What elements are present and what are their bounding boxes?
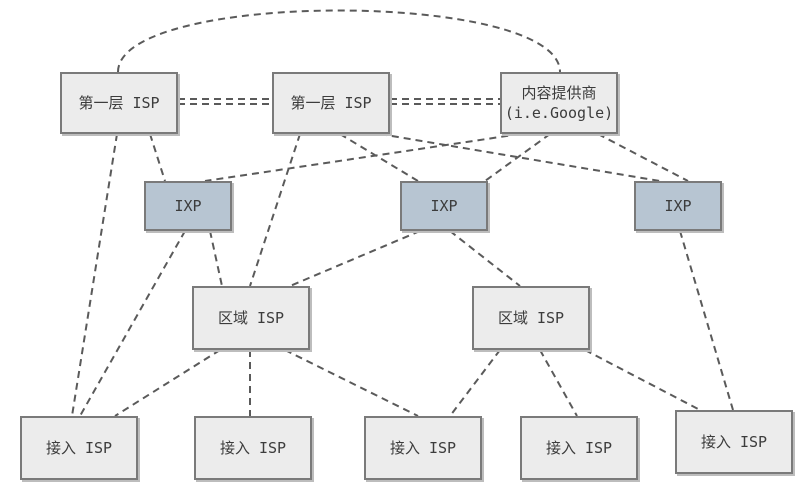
- link-ixp-right-access-5: [679, 230, 734, 411]
- link-content-provider-ixp-left: [204, 133, 521, 182]
- tier1-isp-middle: 第一层 ISP: [272, 72, 390, 134]
- ixp-left: IXP: [144, 181, 232, 231]
- link-ixp-left-access-1: [79, 230, 186, 417]
- link-regional-right-access-3: [449, 349, 501, 417]
- access-isp-2: 接入 ISP: [194, 416, 312, 480]
- tier1-isp-left: 第一层 ISP: [60, 72, 178, 134]
- link-regional-right-access-4: [539, 349, 578, 417]
- link-tier1-middle-ixp-middle: [339, 133, 419, 182]
- ixp-left-label: IXP: [174, 197, 202, 215]
- link-tier1-left-ixp-left: [149, 133, 166, 182]
- regional-isp-left-label: 区域 ISP: [217, 309, 285, 327]
- link-regional-right-access-5: [584, 349, 701, 411]
- link-content-provider-ixp-right: [597, 133, 689, 182]
- access-isp-1-label: 接入 ISP: [45, 439, 113, 457]
- access-isp-1: 接入 ISP: [20, 416, 138, 480]
- access-isp-4-label: 接入 ISP: [545, 439, 613, 457]
- access-isp-5-label: 接入 ISP: [700, 433, 768, 451]
- regional-isp-right-label: 区域 ISP: [497, 309, 565, 327]
- ixp-right-label: IXP: [664, 197, 692, 215]
- ixp-right: IXP: [634, 181, 722, 231]
- link-tier1-left-access-1: [71, 133, 118, 417]
- content-provider-label: 内容提供商: [521, 84, 597, 102]
- content-provider: 内容提供商 (i.e.Google): [500, 72, 618, 134]
- link-regional-left-access-1: [114, 349, 221, 417]
- link-ixp-middle-regional-right: [449, 230, 521, 287]
- access-isp-4: 接入 ISP: [520, 416, 638, 480]
- access-isp-5: 接入 ISP: [675, 410, 793, 474]
- tier1-isp-middle-label: 第一层 ISP: [290, 94, 372, 112]
- tier1-isp-left-label: 第一层 ISP: [78, 94, 160, 112]
- link-content-provider-ixp-middle: [484, 133, 551, 182]
- regional-isp-left: 区域 ISP: [192, 286, 310, 350]
- ixp-middle-label: IXP: [430, 197, 458, 215]
- link-tier1-left-content-provider-arc: [117, 9, 561, 73]
- access-isp-3: 接入 ISP: [364, 416, 482, 480]
- link-regional-left-access-3: [284, 349, 419, 417]
- link-tier1-middle-ixp-right: [379, 133, 661, 182]
- ixp-middle: IXP: [400, 181, 488, 231]
- link-tier1-middle-regional-left: [249, 133, 301, 287]
- access-isp-2-label: 接入 ISP: [219, 439, 287, 457]
- link-ixp-middle-regional-left: [289, 230, 421, 287]
- regional-isp-right: 区域 ISP: [472, 286, 590, 350]
- content-provider-example: (i.e.Google): [504, 104, 614, 122]
- access-isp-3-label: 接入 ISP: [389, 439, 457, 457]
- link-ixp-left-regional-left: [209, 230, 223, 287]
